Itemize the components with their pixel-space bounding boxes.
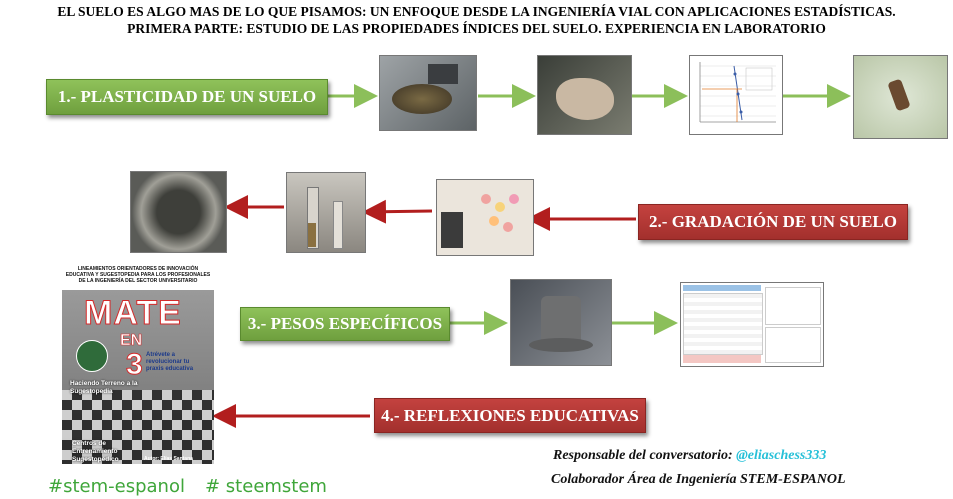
book-header: LINEAMIENTOS ORIENTADORES DE INNOVACIÓN … xyxy=(65,266,211,284)
book-cover-art: MATE EN 3 Atrévete a revolucionar tu pra… xyxy=(62,290,214,464)
book-title: MATE xyxy=(84,294,182,333)
tree-logo-icon xyxy=(76,340,108,372)
page-title-line2: PRIMERA PARTE: ESTUDIO DE LAS PROPIEDADE… xyxy=(127,21,826,36)
book-author: Autor: Elías Santana xyxy=(144,456,193,462)
section-plasticity: 1.- PLASTICIDAD DE UN SUELO xyxy=(46,79,328,115)
section-plasticity-label: 1.- PLASTICIDAD DE UN SUELO xyxy=(57,87,317,106)
section-reflections-label: 4.- REFLEXIONES EDUCATIVAS xyxy=(381,405,639,425)
section-specific-weights-label: 3.- PESOS ESPECÍFICOS xyxy=(247,314,443,333)
book-line1: Haciendo Terreno a la Sugestopedia xyxy=(70,380,138,395)
hashtag-stem-espanol[interactable]: #stem-espanol xyxy=(48,476,185,497)
soil-sample-photo xyxy=(853,55,948,139)
casagrande-device-photo xyxy=(379,55,477,131)
collaborator-line: Colaborador Área de Ingeniería STEM-ESPA… xyxy=(551,472,846,487)
soil-thread-hand-photo xyxy=(537,55,632,135)
section-reflections: 4.- REFLEXIONES EDUCATIVAS xyxy=(374,398,646,433)
section-gradation-label: 2.- GRADACIÓN DE UN SUELO xyxy=(649,212,897,231)
liquid-limit-chart-image xyxy=(689,55,783,135)
book-slogan: Atrévete a revolucionar tu praxis educat… xyxy=(146,352,194,372)
section-gradation: 2.- GRADACIÓN DE UN SUELO xyxy=(638,204,908,240)
book-number: 3 xyxy=(126,348,144,382)
responsible-label: Responsable del conversatorio: xyxy=(553,448,737,463)
liquid-limit-chart-thumbnail xyxy=(699,62,776,123)
section-specific-weights: 3.- PESOS ESPECÍFICOS xyxy=(240,307,450,341)
responsible-line: Responsable del conversatorio: @eliasche… xyxy=(553,448,826,464)
sieve-pan-photo xyxy=(130,171,227,253)
book-cover: LINEAMIENTOS ORIENTADORES DE INNOVACIÓN … xyxy=(62,266,214,464)
page-title-line1: EL SUELO ES ALGO MAS DE LO QUE PISAMOS: … xyxy=(57,4,896,19)
author-handle-link[interactable]: @eliaschess333 xyxy=(736,448,827,463)
book-en: EN xyxy=(120,332,143,350)
book-line2: Centros de Entrenamiento Sugestopédico xyxy=(72,440,119,463)
sieving-samples-photo xyxy=(436,179,534,256)
arrow-2b xyxy=(362,199,433,224)
chessboard-art xyxy=(62,390,214,464)
spreadsheet-results-image xyxy=(680,282,824,367)
hashtag-steemstem[interactable]: # steemstem xyxy=(205,476,327,497)
graduated-cylinder-photo xyxy=(286,172,366,253)
pycnometer-photo xyxy=(510,279,612,366)
